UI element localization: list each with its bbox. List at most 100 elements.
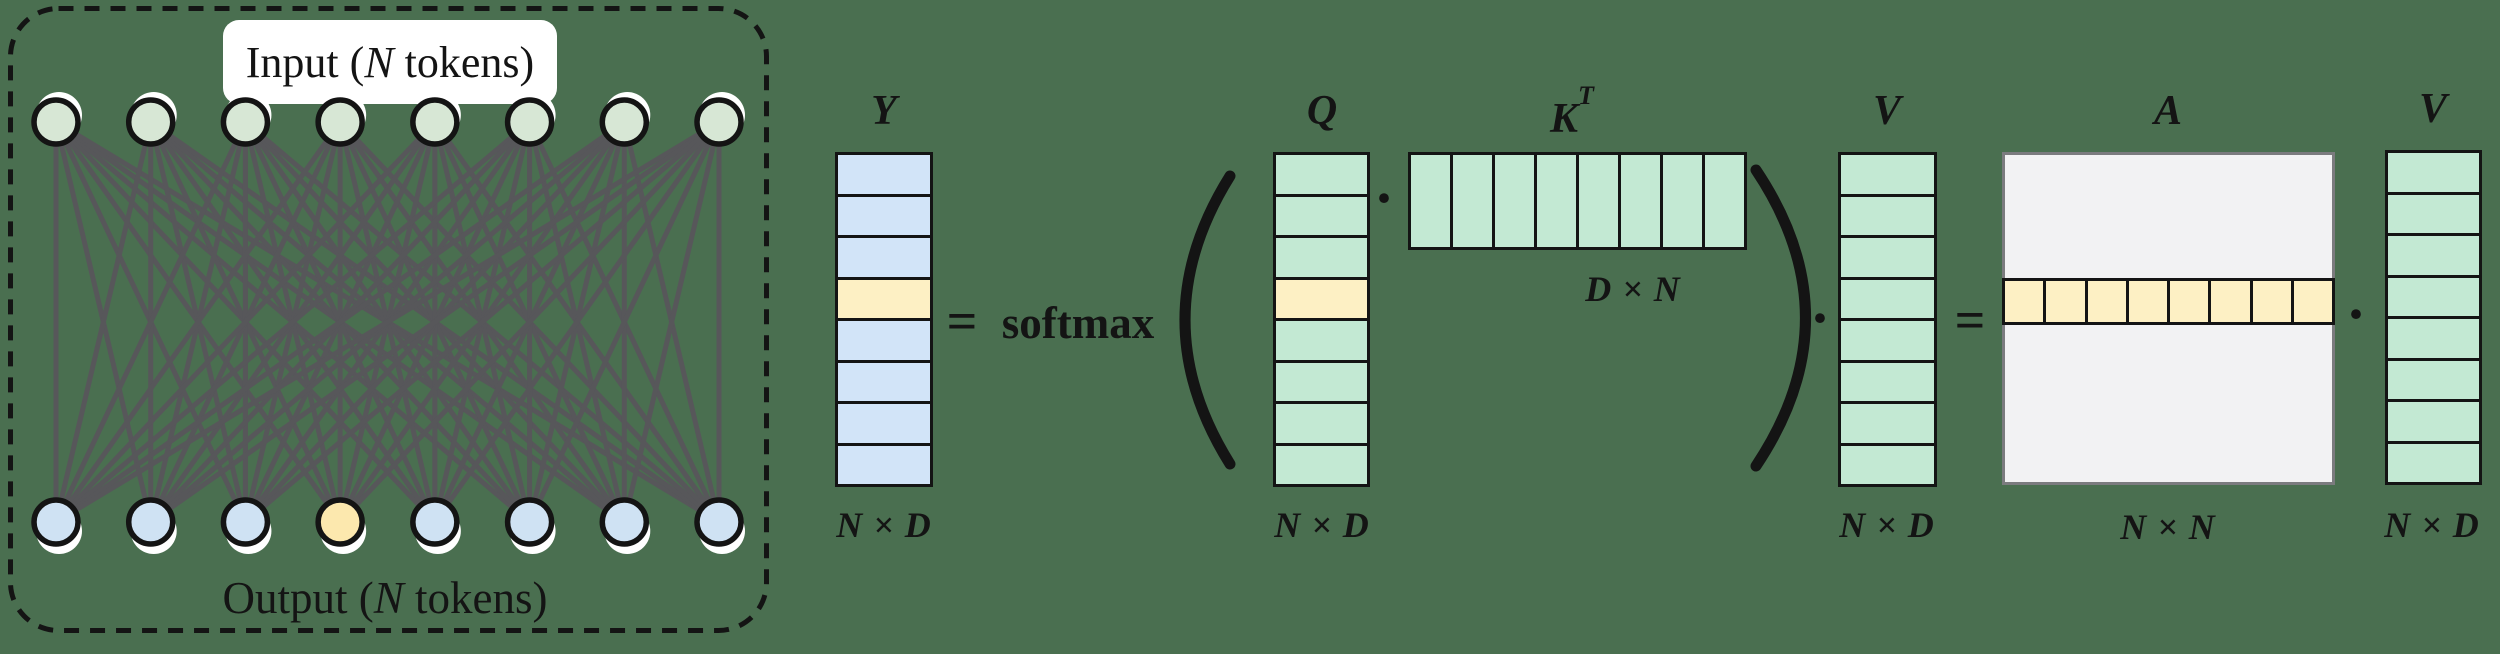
input-label-suffix: tokens) [393,38,535,87]
matrix-q [1273,152,1370,487]
matrix-cell [1276,235,1367,277]
matrix-v1 [1838,152,1937,487]
matrix-cell [1841,193,1934,235]
matrix-v1-dims: N × D [1839,505,1935,545]
matrix-cell [838,235,930,277]
matrix-cell [1841,318,1934,360]
matrix-cell [1534,155,1576,247]
graph-edge [54,119,626,525]
matrix-cell [838,401,930,443]
matrix-y [835,152,933,487]
matrix-cell [1276,155,1367,194]
matrix-cell [2388,399,2479,441]
matrix-y-label: Y [871,88,897,134]
matrix-cell [1276,359,1367,401]
matrix-cell [1411,155,1450,247]
output-token-node [599,497,650,547]
matrix-cell [1276,401,1367,443]
input-token-node [220,97,271,147]
input-label-variable: N [364,38,394,87]
graph-edge [53,121,154,523]
matrix-cell [838,318,930,360]
output-token-node [125,497,176,547]
matrix-cell [1841,235,1934,277]
graph-edge [338,120,721,524]
matrix-cell [838,276,930,318]
matrix-kt-label-base: K [1550,96,1579,142]
matrix-y-dims: N × D [836,505,932,545]
input-token-node [694,97,744,147]
graph-edge [54,119,721,525]
output-token-node [31,497,81,547]
matrix-cell [1618,155,1660,247]
matrix-v1-label: V [1872,88,1901,134]
matrix-a-label: A [2153,88,2182,134]
input-token-node [599,97,650,147]
output-label-suffix: tokens) [403,573,548,623]
matrix-cell [2125,280,2167,322]
matrix-cell [2290,280,2332,322]
matrix-cell [2005,280,2044,322]
matrix-cell [1660,155,1702,247]
matrix-kt-dims: D × N [1585,269,1681,309]
matrix-cell [2388,233,2479,275]
matrix-a [2002,152,2335,485]
matrix-cell [1841,401,1934,443]
input-token-node [31,97,81,147]
matrix-kt-label-sup: T [1578,80,1594,110]
matrix-cell [1276,193,1367,235]
matrix-q-label: Q [1306,88,1338,134]
close-paren [1750,164,1811,472]
input-token-node [410,97,460,147]
graph-edge [54,120,532,524]
output-token-node-highlighted [315,497,365,547]
matrix-v2-dims: N × D [2384,505,2480,545]
matrix-cell [2208,280,2250,322]
matrix-cell [1450,155,1492,247]
input-token-node [315,97,365,147]
output-token-node [504,497,555,547]
matrix-v2 [2385,150,2482,485]
graph-edge [243,120,721,524]
matrix-cell [1702,155,1744,247]
matrix-q-dims: N × D [1274,505,1370,545]
matrix-cell [838,442,930,484]
matrix-cell [1841,442,1934,484]
matrix-cell [838,193,930,235]
input-label: Input (N tokens) [223,20,557,104]
output-label-prefix: Output ( [222,573,374,623]
matrix-cell [1276,276,1367,318]
highlighted-attention-row [2002,277,2335,325]
dot-operator-1: · [1373,165,1394,231]
output-token-node [694,497,744,547]
matrix-cell [2388,316,2479,358]
graph-edge [621,121,722,523]
output-token-node [220,497,271,547]
matrix-cell [2388,274,2479,316]
matrix-cell [2043,280,2085,322]
dot-operator-2: · [1809,285,1830,351]
graph-edge [53,120,343,524]
matrix-kt-label: KT [1502,80,1642,142]
input-token-node [125,97,176,147]
output-token-node [410,497,460,547]
equals-sign-1: = [946,291,978,351]
panel-dashed-border [8,6,769,633]
matrix-cell [838,359,930,401]
matrix-cell [2249,280,2291,322]
graph-edge [53,120,248,524]
dot-operator-3: · [2345,281,2366,347]
matrix-cell [2388,440,2479,482]
matrix-cell [2084,280,2126,322]
matrix-cell [2167,280,2209,322]
matrix-cell [1841,276,1934,318]
matrix-cell [1841,359,1934,401]
matrix-cell [1576,155,1618,247]
matrix-kt [1408,152,1747,250]
matrix-a-dims: N × N [2120,507,2216,547]
softmax-label: softmax [1001,298,1155,348]
input-token-node [504,97,555,147]
graph-edge [527,120,722,524]
open-paren [1179,170,1236,470]
